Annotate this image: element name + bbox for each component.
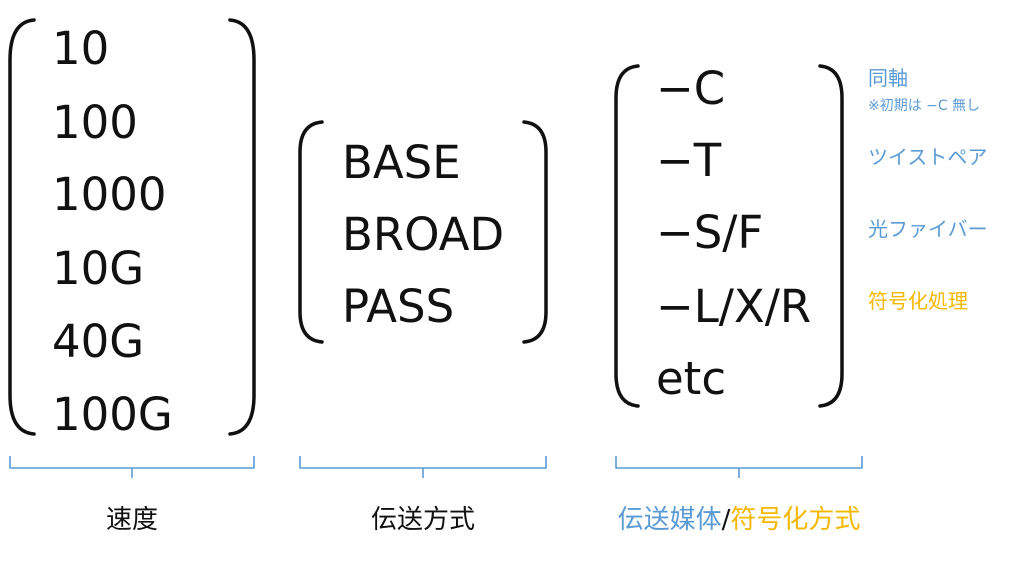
speed-item: 100 — [52, 96, 138, 149]
speed-left-paren — [8, 18, 36, 436]
media-right-paren — [818, 64, 844, 408]
note-coaxial-sub: ※初期は −C 無し — [868, 97, 980, 114]
speed-right-paren — [228, 18, 256, 436]
transmission-item: PASS — [342, 280, 454, 333]
transmission-label: 伝送方式 — [371, 505, 475, 535]
media-item-t: −T — [656, 134, 722, 187]
media-item-etc: etc — [656, 352, 726, 405]
media-group: −C −T −S/F −L/X/R etc 伝送媒体/符号化方式 — [614, 62, 863, 535]
speed-brace — [9, 456, 255, 478]
speed-item: 10G — [52, 242, 144, 295]
media-label-part1: 伝送媒体 — [618, 505, 722, 535]
notes-group: 同軸 ※初期は −C 無し ツイストペア 光ファイバー 符号化処理 — [868, 66, 988, 313]
speed-item: 40G — [52, 315, 144, 368]
note-twisted-pair: ツイストペア — [868, 145, 987, 169]
speed-item: 10 — [52, 22, 109, 75]
media-label: 伝送媒体/符号化方式 — [618, 505, 861, 535]
media-brace — [615, 456, 863, 478]
media-item-sf: −S/F — [656, 206, 763, 259]
speed-item: 1000 — [52, 168, 167, 221]
transmission-left-paren — [298, 120, 324, 344]
media-item-c: −C — [656, 62, 725, 115]
note-coaxial: 同軸 — [868, 66, 908, 90]
note-fiber: 光ファイバー — [868, 217, 988, 241]
media-item-lxr: −L/X/R — [656, 280, 811, 333]
media-left-paren — [614, 64, 640, 408]
media-label-separator: / — [722, 505, 731, 535]
speed-item: 100G — [52, 388, 173, 441]
transmission-brace — [299, 456, 547, 478]
note-encoding: 符号化処理 — [868, 289, 968, 313]
speed-group: 10 100 1000 10G 40G 100G 速度 — [8, 18, 256, 535]
transmission-right-paren — [522, 120, 548, 344]
speed-label: 速度 — [106, 505, 158, 535]
transmission-group: BASE BROAD PASS 伝送方式 — [298, 120, 548, 535]
transmission-item: BROAD — [342, 208, 504, 261]
transmission-item: BASE — [342, 136, 461, 189]
media-label-part2: 符号化方式 — [730, 505, 860, 535]
